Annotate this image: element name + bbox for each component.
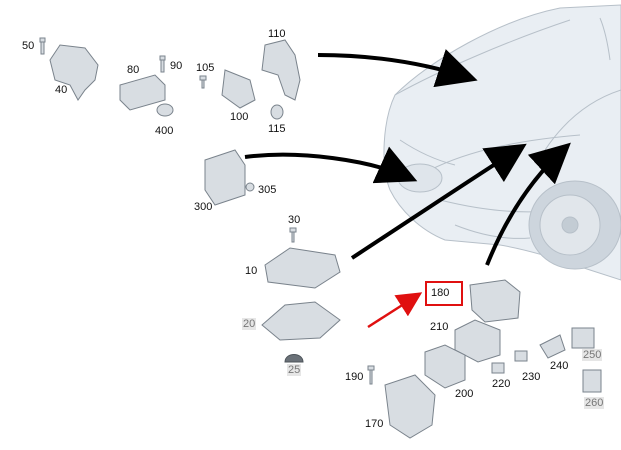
arrow-10-to-engine-bay — [350, 143, 527, 260]
part-220-relay-drawing — [491, 362, 505, 374]
callout-100: 100 — [230, 111, 249, 123]
part-300-module-drawing — [204, 149, 246, 206]
callout-400: 400 — [155, 125, 174, 137]
callout-250: 250 — [582, 349, 603, 361]
arrow-top-parts-to-hood — [317, 49, 478, 88]
part-230-relay-drawing — [514, 350, 528, 362]
part-190-bolt-drawing — [367, 365, 375, 385]
highlight-box-180 — [425, 281, 463, 306]
part-305-clip-drawing — [245, 182, 255, 192]
part-260-connector-drawing — [582, 369, 602, 393]
callout-10: 10 — [245, 265, 258, 277]
part-200-fuse-block-drawing — [424, 344, 466, 389]
callout-105: 105 — [196, 62, 215, 74]
callout-110: 110 — [268, 28, 286, 40]
callout-20: 20 — [242, 318, 257, 330]
part-90-bolt-drawing — [159, 55, 166, 73]
part-240-connector-drawing — [539, 334, 566, 359]
part-400-nut-drawing — [156, 103, 174, 117]
location-arrows — [244, 49, 571, 266]
callout-210: 210 — [430, 321, 449, 333]
part-80-fuse-box-drawing — [119, 74, 166, 111]
callout-200: 200 — [455, 388, 474, 400]
callout-305: 305 — [258, 184, 277, 196]
callout-30: 30 — [288, 214, 301, 226]
arrow-180-to-engine-bay — [485, 142, 571, 266]
callout-40: 40 — [55, 84, 68, 96]
part-20-bracket-drawing — [261, 301, 341, 341]
highlight-arrow — [367, 292, 423, 329]
part-115-clip-drawing — [270, 104, 284, 120]
callout-240: 240 — [550, 360, 569, 372]
callout-180: 180 — [431, 287, 450, 299]
part-170-housing-drawing — [384, 374, 436, 439]
callout-115: 115 — [268, 123, 286, 135]
part-10-control-unit-drawing — [264, 247, 341, 289]
callout-230: 230 — [522, 371, 541, 383]
callout-190: 190 — [345, 371, 364, 383]
part-105-screw-drawing — [199, 75, 207, 89]
part-180-module-drawing — [469, 279, 521, 323]
part-25-grommet-drawing — [284, 354, 304, 363]
callout-220: 220 — [492, 378, 511, 390]
part-50-bolt-drawing — [39, 37, 46, 55]
callout-25: 25 — [287, 364, 302, 376]
car-front-illustration — [383, 4, 621, 281]
callout-50: 50 — [22, 40, 35, 52]
part-30-screw-drawing — [289, 227, 297, 243]
part-250-connector-drawing — [571, 327, 595, 349]
part-40-bracket-drawing — [49, 44, 99, 101]
arrow-300-to-front — [244, 146, 418, 184]
callout-170: 170 — [365, 418, 384, 430]
part-110-bracket-drawing — [261, 39, 301, 101]
callout-300: 300 — [194, 201, 213, 213]
part-100-module-drawing — [221, 69, 256, 109]
callout-90: 90 — [170, 60, 183, 72]
callout-260: 260 — [584, 397, 605, 409]
callout-80: 80 — [127, 64, 140, 76]
